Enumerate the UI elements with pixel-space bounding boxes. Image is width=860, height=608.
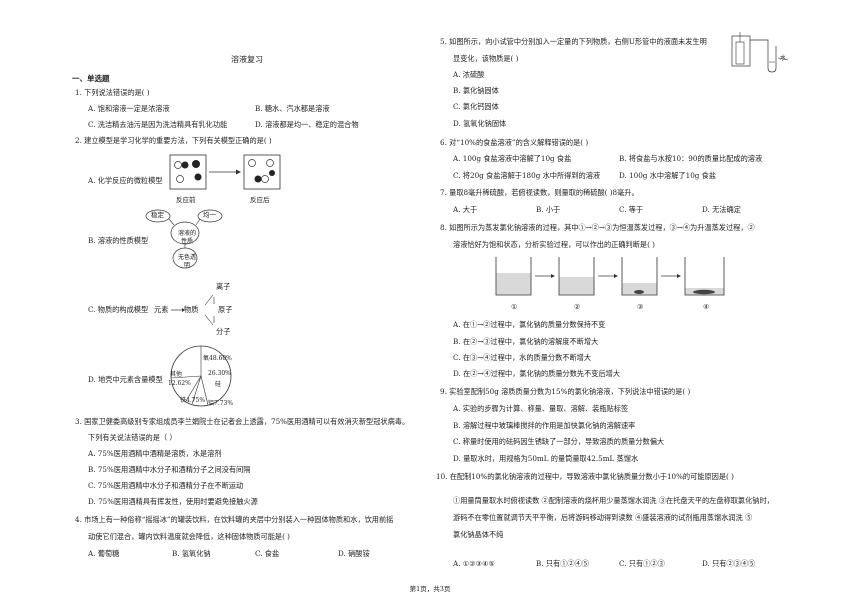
q3-option-a: A. 75%医用酒精中酒精是溶质，水是溶剂 (88, 449, 222, 458)
q5-fig-water-label: 水 (780, 55, 787, 62)
q1-stem: 1. 下列说法错误的是( ) (75, 88, 150, 97)
q8-beaker-1-label: ① (511, 302, 518, 311)
q4-stem-line2: 动使它们混合，罐内饮料温度就会降低，这种固体物质可能是( ) (88, 532, 290, 541)
q8-beaker-4-label: ④ (703, 302, 710, 311)
q4-option-d: D. 硝酸铵 (338, 549, 370, 558)
q2-c-node-molecule: 分子 (216, 327, 231, 336)
q10-stem: 10. 在配制10%的氯化钠溶液的过程中，导致溶液中氯化钠质量分数小于10%的可… (436, 472, 734, 481)
q10-option-a: A. ①②③④⑤ (453, 559, 495, 568)
q3-option-c: C. 75%医用酒精中水分子和酒精分子在不断运动 (88, 481, 244, 490)
q5-u-tube-diagram (731, 32, 789, 73)
q2-c-node-element: 元素 (154, 305, 169, 314)
q5-option-a: A. 浓硫酸 (453, 70, 485, 79)
q5-stem-line1: 5. 如图所示，向小试管中分别加入一定量的下列物质，右侧U形管中的液面未发生明 (440, 37, 707, 46)
q1-option-a: A. 饱和溶液一定是浓溶液 (88, 104, 170, 113)
q2-b-node-stable: 稳定 (151, 211, 164, 219)
q4-option-c: C. 食盐 (255, 549, 280, 558)
q8-option-a: A. 在①→②过程中，氯化钠的质量分数保持不变 (453, 320, 606, 329)
q6-option-c: C. 将20g 食盐溶解于180g 水中所得到的溶液 (453, 171, 601, 180)
q8-stem-line1: 8. 如图所示为蒸发氯化钠溶液的过程，其中①→②→③为恒温蒸发过程，③→④为升温… (440, 223, 755, 232)
q7-option-c: C. 等于 (619, 205, 644, 214)
q2-d-label-aluminum: 铝7.73% (208, 400, 234, 407)
q2-c-node-atom: 原子 (218, 305, 233, 314)
q1-option-b: B. 糖水、汽水都是溶液 (255, 104, 330, 113)
q8-option-d: D. 在②→④过程中，氯化钠的质量分数先不变后增大 (453, 369, 621, 378)
q2-option-a: A. 化学反应的微粒模型 (88, 176, 163, 185)
q8-option-b: B. 在②→③过程中，氯化钠的溶解度不断增大 (453, 337, 599, 346)
q8-beaker-diagram (495, 257, 725, 296)
q2-d-label-iron: 铁4.75% (180, 397, 206, 404)
q2-option-c: C. 物质的构成模型 (88, 305, 149, 314)
q6-option-d: D. 100g 水中溶解了10g 食盐 (619, 171, 717, 180)
q7-option-a: A. 大于 (453, 205, 478, 214)
q2-d-label-oxygen: 氧48.60% (203, 355, 232, 362)
q2-d-label-silicon-pct: 26.30% (208, 370, 231, 377)
q2-a-before-label: 反应前 (176, 196, 196, 204)
q2-c-node-substance: 物质 (184, 305, 199, 314)
q2-c-arrows (171, 294, 215, 326)
q2-d-label-other-pct: 12.62% (168, 380, 191, 387)
q9-option-b: B. 溶解过程中玻璃棒搅拌的作用是加快氯化钠的溶解速率 (453, 421, 636, 430)
q3-stem-line1: 3. 国家卫健委高级别专家组成员李兰娟院士在记者会上透露，75%医用酒精可以有效… (75, 417, 410, 426)
q4-option-a: A. 葡萄糖 (88, 549, 120, 558)
q2-b-node-colorless: 无色透明 (177, 254, 196, 269)
q2-b-property-model (145, 209, 223, 269)
page-footer: 第1页，共3页 (409, 585, 451, 593)
q6-option-b: B. 将食盐与水按10：90的质量比配成的溶液 (619, 154, 763, 163)
q5-option-c: C. 氯化钙固体 (453, 102, 499, 111)
q10-detail-line1: ①用量筒量取水时俯视读数 ②配制溶液的烧杯用少量蒸馏水润洗 ③在托盘天平的左盘称… (453, 496, 774, 505)
q9-option-a: A. 实验的步骤为计算、称量、量取、溶解、装瓶贴标签 (453, 404, 629, 413)
q7-option-d: D. 无法确定 (702, 205, 741, 214)
q2-d-pie-chart (170, 345, 232, 407)
q2-stem: 2. 建立模型是学习化学的重要方法，下列有关模型正确的是( ) (75, 136, 272, 145)
section-heading: 一、单选题 (72, 74, 110, 83)
q3-option-d: D. 75%医用酒精具有挥发性，使用时要避免接触火源 (88, 497, 258, 506)
q2-option-b: B. 溶液的性质模型 (88, 236, 149, 245)
q8-stem-line2: 溶液恰好为饱和状态，分析实验过程，可以作出的正确判断是( ) (453, 240, 655, 249)
q10-option-c: C. 只有①②③ (619, 559, 665, 568)
q9-option-d: D. 量取水时，用规格为50mL 的量筒量取42.5mL 蒸馏水 (453, 454, 639, 463)
q6-stem: 6. 对“10%的食盐溶液”的含义解释错误的是( ) (440, 138, 589, 147)
q6-option-a: A. 100g 食盐溶液中溶解了10g 食盐 (453, 154, 572, 163)
q2-d-label-other: 其他 (170, 371, 183, 378)
q8-option-c: C. 在③→④过程中，水的质量分数不断增大 (453, 353, 592, 362)
q2-c-node-ion: 离子 (216, 282, 231, 291)
q7-option-b: B. 小于 (536, 205, 561, 214)
q1-option-c: C. 洗洁精去油污是因为洗洁精具有乳化功能 (88, 120, 228, 129)
q2-a-particle-diagram (169, 154, 281, 190)
q3-stem-line2: 下列有关说法错误的是（ ） (88, 433, 177, 442)
q2-d-label-silicon: 硅 (215, 381, 222, 388)
q2-b-node-solution-property: 溶液的性质 (177, 230, 196, 245)
q9-option-c: C. 称量时使用的砝码因生锈缺了一部分，导致溶质的质量分数偏大 (453, 437, 665, 446)
q10-detail-line3: 氯化钠晶体不纯 (453, 530, 504, 539)
q2-b-node-uniform: 均一 (203, 211, 216, 219)
q5-option-d: D. 氢氧化钠固体 (453, 119, 507, 128)
q4-stem-line1: 4. 市场上有一种俗称“摇摇冰”的罐装饮料，在饮料罐的夹层中分别装入一种固体物质… (75, 515, 394, 524)
page-title: 溶液复习 (231, 55, 263, 64)
q7-stem: 7. 量取8毫升稀硫酸，若俯视读数，则量取的稀硫酸( )8毫升。 (440, 188, 639, 197)
q8-beaker-2-label: ② (574, 302, 581, 311)
q5-stem-line2: 显变化，该物质是( ) (453, 54, 519, 63)
q1-option-d: D. 溶液都是均一、稳定的混合物 (255, 120, 359, 129)
q10-option-d: D. 只有②③④⑤ (702, 559, 756, 568)
q3-option-b: B. 75%医用酒精中水分子和酒精分子之间没有间隔 (88, 465, 251, 474)
q8-beaker-3-label: ③ (637, 302, 644, 311)
q5-option-b: B. 氯化钠固体 (453, 86, 499, 95)
q9-stem: 9. 实验室配制50g 溶质质量分数为15%的氯化钠溶液，下列说法中错误的是( … (440, 387, 691, 396)
q2-a-after-label: 反应后 (250, 196, 270, 204)
q10-detail-line2: 游码不在零位置就调节天平平衡，后将游码移动得到读数 ④盛装溶液的试剂瓶用蒸馏水润… (453, 513, 753, 522)
q10-option-b: B. 只有①②④⑤ (536, 559, 589, 568)
q2-option-d: D. 地壳中元素含量模型 (88, 375, 163, 384)
q4-option-b: B. 氢氧化钠 (172, 549, 211, 558)
